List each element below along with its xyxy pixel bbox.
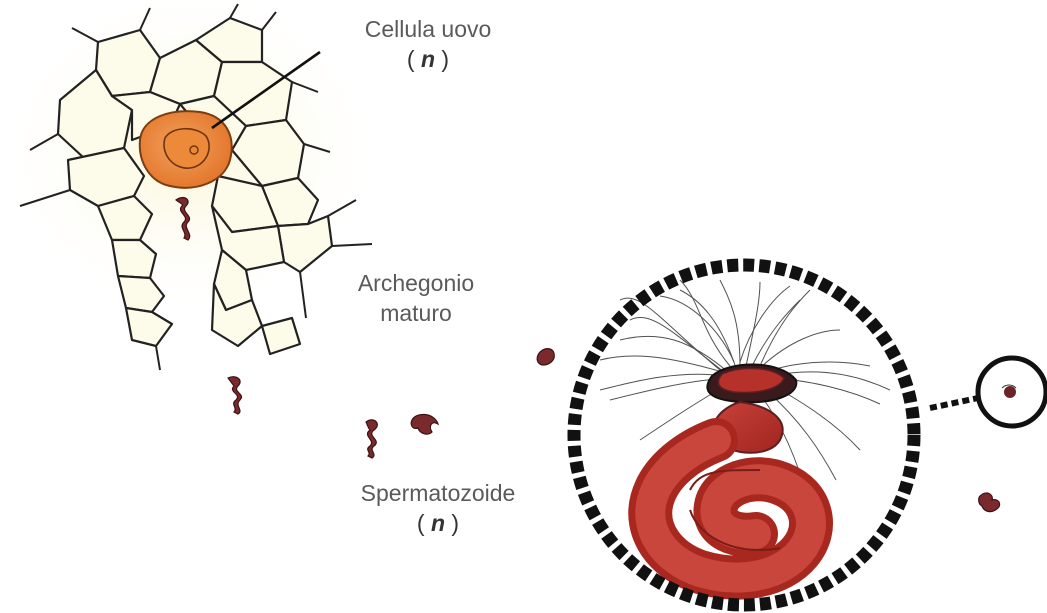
magnifier-connector bbox=[930, 398, 978, 408]
sperm-small bbox=[228, 377, 242, 414]
sperm-small bbox=[366, 420, 377, 458]
paren-open: ( bbox=[407, 46, 415, 72]
sperm-small bbox=[411, 414, 438, 434]
label-sperm-line2: ( n ) bbox=[318, 508, 558, 538]
label-archegonium-line2: maturo bbox=[316, 298, 516, 328]
paren-close: ) bbox=[451, 510, 459, 536]
magnified-view bbox=[574, 265, 914, 605]
ploidy-n: n bbox=[431, 510, 445, 536]
label-egg-cell-line2: ( n ) bbox=[318, 44, 538, 74]
label-egg-cell-line1: Cellula uovo bbox=[318, 14, 538, 44]
cell bbox=[262, 318, 300, 354]
small-magnifier bbox=[978, 358, 1046, 426]
label-archegonium-line1: Archegonio bbox=[316, 268, 516, 298]
ploidy-n: n bbox=[421, 46, 435, 72]
sperm-small bbox=[537, 349, 554, 365]
label-sperm-line1: Spermatozoide bbox=[318, 478, 558, 508]
label-archegonium: Archegonio maturo bbox=[316, 268, 516, 328]
label-egg-cell: Cellula uovo ( n ) bbox=[318, 14, 538, 74]
label-sperm: Spermatozoide ( n ) bbox=[318, 478, 558, 538]
paren-open: ( bbox=[417, 510, 425, 536]
cell bbox=[126, 308, 172, 346]
paren-close: ) bbox=[441, 46, 449, 72]
cell bbox=[278, 216, 332, 272]
sperm-small bbox=[979, 493, 1000, 512]
